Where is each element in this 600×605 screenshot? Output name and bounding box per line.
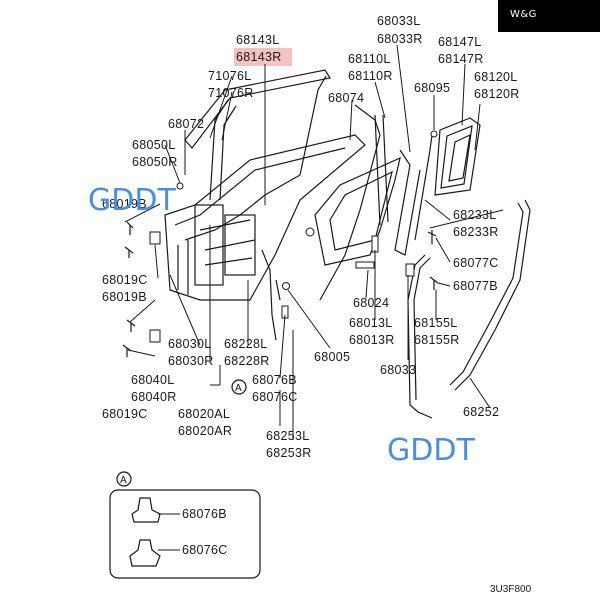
label-68019B-a: 68019B xyxy=(102,197,147,211)
label-68110L: 68110L xyxy=(348,52,391,66)
label-68033: 68033 xyxy=(380,363,416,377)
label-68033R: 68033R xyxy=(377,32,423,46)
label-68120L: 68120L xyxy=(474,70,518,84)
highlight-68143R xyxy=(234,48,292,66)
label-68050L: 68050L xyxy=(132,138,176,152)
svg-text:A: A xyxy=(235,383,242,394)
label-68233L: 68233L xyxy=(453,208,497,222)
label-68019C-b: 68019C xyxy=(102,407,148,421)
label-68076B: 68076B xyxy=(252,373,297,387)
label-68040R: 68040R xyxy=(131,390,177,404)
inset-label-68076B: 68076B xyxy=(182,507,227,521)
fasteners xyxy=(122,182,439,357)
svg-text:A: A xyxy=(120,475,127,486)
brand-badge: W&G xyxy=(498,0,600,32)
brand-badge-text: W&G xyxy=(510,9,537,20)
label-68253R: 68253R xyxy=(266,446,312,460)
leader-lines xyxy=(124,44,504,440)
label-68050R: 68050R xyxy=(132,155,178,169)
label-68143R: 68143R xyxy=(236,50,282,64)
label-68095: 68095 xyxy=(414,81,450,95)
label-68147R: 68147R xyxy=(438,52,484,66)
label-68077B: 68077B xyxy=(453,279,498,293)
label-68005: 68005 xyxy=(314,350,350,364)
callout-a-inset xyxy=(116,471,132,487)
weatherstrip-68074 xyxy=(319,104,381,301)
label-68110R: 68110R xyxy=(348,69,393,83)
label-71076R: 71076R xyxy=(208,86,254,100)
clip-68076B xyxy=(131,497,161,523)
label-68020AL: 68020AL xyxy=(178,407,230,421)
inset-label-68076C: 68076C xyxy=(182,543,228,557)
part-labels: 68143L 68143R 71076L 71076R 68072 68050L… xyxy=(102,14,520,460)
callout-a-main: A xyxy=(231,379,247,395)
window-channel xyxy=(184,69,331,201)
door-inner-panel xyxy=(164,134,366,301)
label-68072: 68072 xyxy=(168,117,204,131)
label-68228L: 68228L xyxy=(224,337,268,351)
label-68040L: 68040L xyxy=(131,373,175,387)
label-68253L: 68253L xyxy=(266,429,310,443)
label-68024: 68024 xyxy=(353,296,389,310)
run-channel-68110 xyxy=(374,114,389,226)
label-68020AR: 68020AR xyxy=(178,424,232,438)
figure-code: 3U3F800 xyxy=(490,584,532,595)
label-68019C-a: 68019C xyxy=(102,273,148,287)
label-68019B-b: 68019B xyxy=(102,290,147,304)
watermark-gddt-1: GDDT xyxy=(88,183,176,218)
clip-68076C xyxy=(129,539,161,567)
inset-detail-a: A 68076B 68076C xyxy=(109,471,261,579)
label-68030L: 68030L xyxy=(168,337,212,351)
label-68033L: 68033L xyxy=(377,14,421,28)
watermark-gddt-2: GDDT xyxy=(387,433,475,468)
label-71076L: 71076L xyxy=(208,69,252,83)
label-68233R: 68233R xyxy=(453,225,499,239)
label-68030R: 68030R xyxy=(168,354,214,368)
weatherstrip-68033 xyxy=(407,254,433,419)
quarter-glass xyxy=(434,117,481,196)
label-68228R: 68228R xyxy=(224,354,270,368)
label-68013L: 68013L xyxy=(349,316,393,330)
weatherstrip-68252 xyxy=(454,199,531,391)
label-68077C: 68077C xyxy=(453,256,499,270)
label-68252: 68252 xyxy=(463,405,499,419)
label-68120R: 68120R xyxy=(474,87,520,101)
label-68013R: 68013R xyxy=(349,333,395,347)
label-68074: 68074 xyxy=(328,91,364,105)
label-68155L: 68155L xyxy=(414,316,458,330)
link-rod xyxy=(261,249,281,341)
label-68147L: 68147L xyxy=(438,35,482,49)
label-68076C: 68076C xyxy=(252,390,298,404)
divider-bar xyxy=(414,134,433,241)
label-68155R: 68155R xyxy=(414,333,460,347)
label-68143L: 68143L xyxy=(236,33,280,47)
